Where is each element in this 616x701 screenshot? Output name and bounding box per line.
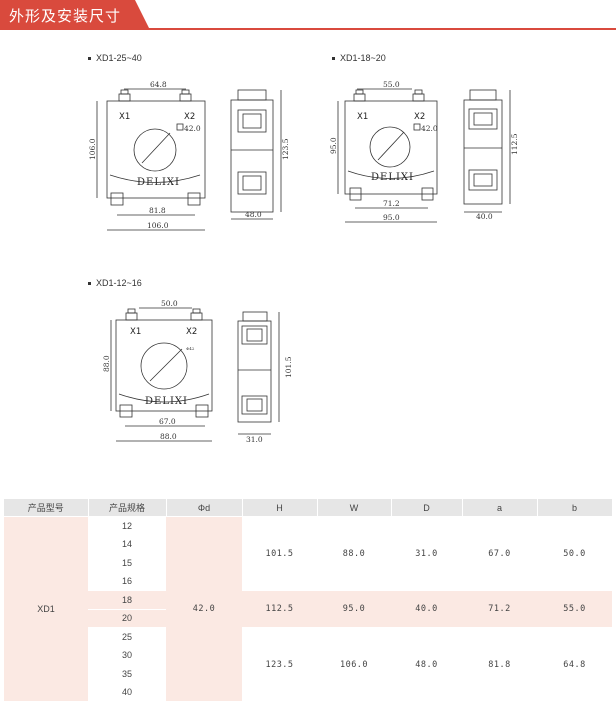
- dim-side-height: 123.5: [281, 138, 290, 160]
- table-header-row: 产品型号 产品规格 Φd H W D a b: [4, 499, 612, 517]
- cell-a: 67.0: [462, 517, 537, 591]
- cell-spec: 18: [88, 591, 166, 610]
- cell-spec: 40: [88, 683, 166, 701]
- cell-h: 112.5: [242, 591, 317, 628]
- svg-text:88.0: 88.0: [160, 432, 177, 441]
- dim-left-height: 106.0: [88, 138, 97, 160]
- svg-text:88.0: 88.0: [102, 355, 111, 372]
- dim-side-depth: 48.0: [245, 210, 262, 219]
- svg-text:50.0: 50.0: [161, 299, 178, 308]
- svg-text:71.2: 71.2: [383, 199, 400, 208]
- cell-b: 64.8: [537, 628, 612, 701]
- terminal-x1-label: X1: [119, 112, 130, 122]
- svg-text:67.0: 67.0: [159, 417, 176, 426]
- col-header-w: W: [317, 499, 391, 517]
- side-view-xd1-12-16: 101.5 31.0: [238, 312, 293, 444]
- col-header-spec: 产品规格: [88, 499, 166, 517]
- cell-w: 95.0: [317, 591, 391, 628]
- svg-text:X2: X2: [414, 112, 425, 122]
- svg-text:55.0: 55.0: [383, 80, 400, 89]
- cell-spec: 14: [88, 535, 166, 554]
- cell-spec: 16: [88, 572, 166, 591]
- svg-text:X1: X1: [130, 327, 141, 337]
- dimension-drawings: 64.8 X1 X2 42.0 DELIXI 106.0 81.8 106.0 …: [0, 0, 616, 490]
- svg-text:40.0: 40.0: [476, 212, 493, 221]
- svg-text:101.5: 101.5: [284, 356, 293, 378]
- spec-table: 产品型号 产品规格 Φd H W D a b XD1 12 42.0 101.5…: [4, 499, 613, 701]
- front-view-xd1-25-40: 64.8 X1 X2 42.0 DELIXI 106.0 81.8 106.0: [88, 80, 205, 230]
- col-header-a: a: [462, 499, 537, 517]
- cell-w: 88.0: [317, 517, 391, 591]
- svg-text:112.5: 112.5: [510, 133, 519, 155]
- cell-a: 71.2: [462, 591, 537, 628]
- table-row: 18 112.5 95.0 40.0 71.2 55.0: [4, 591, 612, 610]
- cell-w: 106.0: [317, 628, 391, 701]
- col-header-phid: Φd: [166, 499, 242, 517]
- svg-text:31.0: 31.0: [246, 435, 263, 444]
- side-view-xd1-18-20: 112.5 40.0: [464, 90, 519, 221]
- front-view-xd1-12-16: 50.0 X1 X2 Φ42 DELIXI 88.0 67.0 88.0: [102, 299, 212, 441]
- table-row: XD1 12 42.0 101.5 88.0 31.0 67.0 50.0: [4, 517, 612, 536]
- cell-b: 55.0: [537, 591, 612, 628]
- svg-text:95.0: 95.0: [383, 213, 400, 222]
- cell-a: 81.8: [462, 628, 537, 701]
- cell-d: 48.0: [391, 628, 462, 701]
- col-header-h: H: [242, 499, 317, 517]
- svg-text:Φ42: Φ42: [186, 346, 195, 351]
- cell-phid: 42.0: [166, 517, 242, 701]
- side-view-xd1-25-40: 123.5 48.0: [231, 90, 290, 219]
- cell-model: XD1: [4, 517, 88, 701]
- dim-bottom-outer: 106.0: [147, 221, 169, 230]
- cell-spec: 12: [88, 517, 166, 536]
- table-row: 25 123.5 106.0 48.0 81.8 64.8: [4, 628, 612, 647]
- cell-b: 50.0: [537, 517, 612, 591]
- cell-d: 31.0: [391, 517, 462, 591]
- cell-h: 101.5: [242, 517, 317, 591]
- svg-text:X1: X1: [357, 112, 368, 122]
- svg-text:42.0: 42.0: [421, 124, 438, 133]
- phi-label: 42.0: [184, 124, 201, 133]
- svg-text:95.0: 95.0: [329, 137, 338, 154]
- cell-spec: 35: [88, 665, 166, 684]
- col-header-d: D: [391, 499, 462, 517]
- cell-spec: 25: [88, 628, 166, 647]
- col-header-b: b: [537, 499, 612, 517]
- col-header-model: 产品型号: [4, 499, 88, 517]
- dim-top-width: 64.8: [150, 80, 167, 89]
- cell-d: 40.0: [391, 591, 462, 628]
- cell-spec: 30: [88, 646, 166, 665]
- terminal-x2-label: X2: [184, 112, 195, 122]
- cell-h: 123.5: [242, 628, 317, 701]
- dim-bottom-inner: 81.8: [149, 206, 166, 215]
- cell-spec: 20: [88, 609, 166, 628]
- svg-text:X2: X2: [186, 327, 197, 337]
- cell-spec: 15: [88, 554, 166, 573]
- front-view-xd1-18-20: 55.0 X1 X2 42.0 DELIXI 95.0 71.2 95.0: [329, 80, 438, 222]
